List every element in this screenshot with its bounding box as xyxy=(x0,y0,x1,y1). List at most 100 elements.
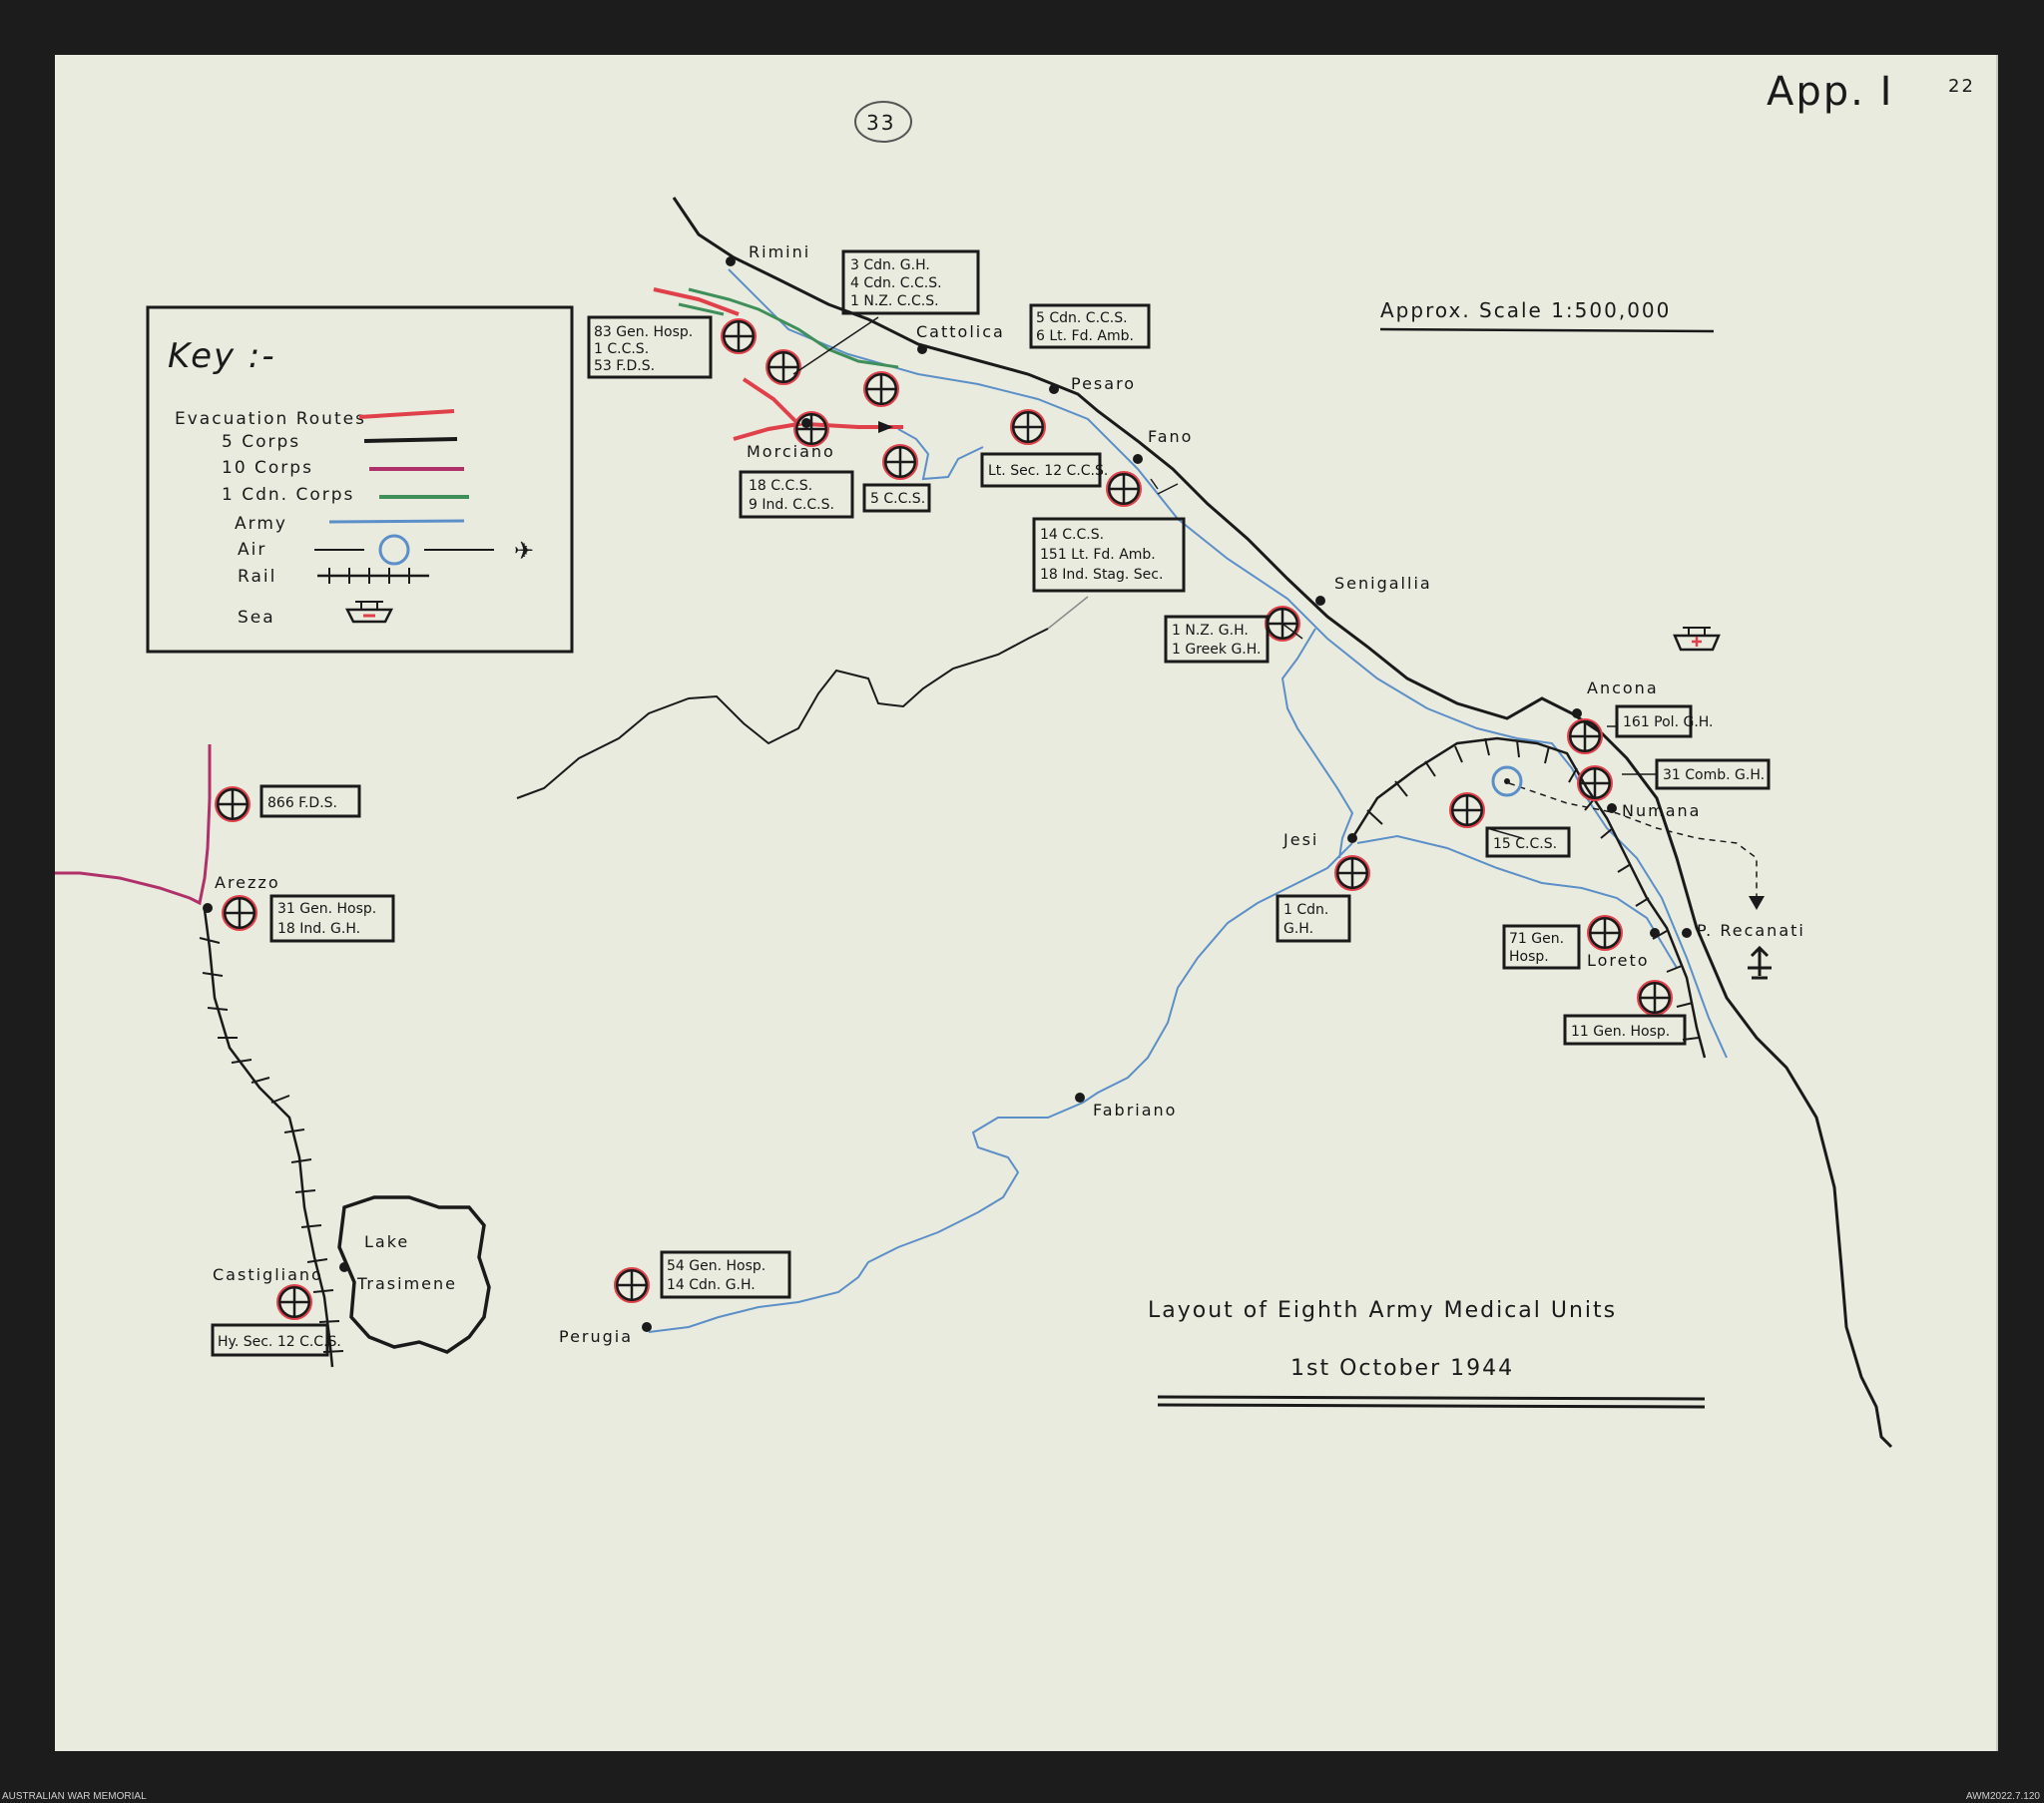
svg-text:Numana: Numana xyxy=(1622,801,1701,820)
circled-number: 33 xyxy=(866,111,895,135)
svg-text:18 C.C.S.: 18 C.C.S. xyxy=(749,478,812,494)
svg-text:5 C.C.S.: 5 C.C.S. xyxy=(870,491,925,507)
svg-text:1 Greek G.H.: 1 Greek G.H. xyxy=(1172,642,1261,658)
key-heading: Key :- xyxy=(168,336,276,376)
key-label-air: Air xyxy=(238,540,266,560)
footer-credit: AUSTRALIAN WAR MEMORIAL xyxy=(2,1791,147,1802)
svg-text:Fano: Fano xyxy=(1148,427,1193,446)
svg-text:Cattolica: Cattolica xyxy=(916,322,1005,341)
circled-number-ring xyxy=(854,101,912,143)
svg-text:53 F.D.S.: 53 F.D.S. xyxy=(594,358,655,374)
key-swatch-rail-ticks xyxy=(328,568,410,584)
svg-text:Senigallia: Senigallia xyxy=(1334,574,1432,593)
cdn-corps-route-2 xyxy=(678,302,725,316)
svg-text:54 Gen. Hosp.: 54 Gen. Hosp. xyxy=(667,1258,766,1274)
svg-text:Arezzo: Arezzo xyxy=(215,873,280,892)
unit-box-866-fds: 866 F.D.S. xyxy=(259,784,361,818)
army-route-senigallia-jesi xyxy=(1280,628,1354,859)
svg-text:Hosp.: Hosp. xyxy=(1509,949,1549,965)
railway-ticks-ancona xyxy=(1366,737,1700,1041)
airfield-marker xyxy=(1491,765,1523,797)
svg-text:Lt. Sec. 12 C.C.S.: Lt. Sec. 12 C.C.S. xyxy=(988,463,1108,479)
svg-text:Hy. Sec. 12 C.C.S.: Hy. Sec. 12 C.C.S. xyxy=(218,1334,341,1350)
railway-arezzo xyxy=(203,909,334,1368)
svg-text:5 Cdn. C.C.S.: 5 Cdn. C.C.S. xyxy=(1036,310,1128,326)
svg-text:31 Gen. Hosp.: 31 Gen. Hosp. xyxy=(277,901,376,917)
scale-underline xyxy=(1379,327,1715,333)
key-swatch-air-plane: ✈ xyxy=(514,537,534,565)
svg-text:151 Lt. Fd. Amb.: 151 Lt. Fd. Amb. xyxy=(1040,547,1156,563)
unit-box-castigliano: Hy. Sec. 12 C.C.S. xyxy=(211,1323,341,1357)
svg-text:Pesaro: Pesaro xyxy=(1071,374,1136,393)
svg-text:P. Recanati: P. Recanati xyxy=(1697,921,1805,940)
five-corps-route-2 xyxy=(733,377,803,441)
svg-text:4 Cdn. C.C.S.: 4 Cdn. C.C.S. xyxy=(850,275,942,291)
svg-text:83 Gen. Hosp.: 83 Gen. Hosp. xyxy=(594,324,693,340)
key-label-sea: Sea xyxy=(238,608,275,628)
svg-text:1 Cdn.: 1 Cdn. xyxy=(1283,902,1328,918)
svg-text:18 Ind. Stag. Sec.: 18 Ind. Stag. Sec. xyxy=(1040,567,1163,583)
unit-box-fano: 14 C.C.S. 151 Lt. Fd. Amb. 18 Ind. Stag.… xyxy=(1032,517,1186,593)
svg-text:Fabriano: Fabriano xyxy=(1093,1101,1177,1120)
key-label-rail: Rail xyxy=(238,567,276,587)
map-key: Key :- Evacuation Routes 5 Corps 10 Corp… xyxy=(146,305,574,654)
map-sheet xyxy=(55,55,1998,1751)
key-label-army: Army xyxy=(235,514,287,534)
unit-leader-lines xyxy=(792,316,1657,839)
svg-text:Rimini: Rimini xyxy=(749,242,810,261)
svg-text:161 Pol. G.H.: 161 Pol. G.H. xyxy=(1623,714,1714,730)
svg-text:71 Gen.: 71 Gen. xyxy=(1509,931,1564,947)
front-line-faint xyxy=(1047,596,1089,630)
unit-box-71-gen-hosp: 71 Gen. Hosp. xyxy=(1502,924,1581,970)
key-label-5-corps: 5 Corps xyxy=(222,432,300,452)
army-route-coast xyxy=(728,268,1728,1059)
unit-box-jesi: 1 Cdn. G.H. xyxy=(1276,894,1351,943)
appendix-annotation: App. I xyxy=(1767,69,1893,115)
svg-text:Castigliano: Castigliano xyxy=(213,1265,323,1284)
svg-text:Morciano: Morciano xyxy=(747,442,835,461)
svg-text:1 C.C.S.: 1 C.C.S. xyxy=(594,341,649,357)
unit-box-31-comb: 31 Comb. G.H. xyxy=(1655,758,1771,790)
svg-text:1 N.Z. G.H.: 1 N.Z. G.H. xyxy=(1172,623,1249,639)
unit-box-cattolica: 5 Cdn. C.C.S. 6 Lt. Fd. Amb. xyxy=(1029,303,1151,349)
hospital-ship-icon xyxy=(1748,945,1772,980)
cdn-corps-route xyxy=(688,287,899,369)
svg-text:Perugia: Perugia xyxy=(559,1327,633,1346)
svg-text:Jesi: Jesi xyxy=(1282,830,1318,849)
place-labels: Rimini Cattolica Pesaro Fano Morciano Se… xyxy=(213,242,1805,1346)
adriatic-coastline xyxy=(672,197,1893,1449)
svg-text:1 N.Z. C.C.S.: 1 N.Z. C.C.S. xyxy=(850,293,939,309)
unit-box-161-pol: 161 Pol. G.H. xyxy=(1615,704,1714,738)
town-markers xyxy=(203,256,1692,1332)
key-swatch-5-corps xyxy=(363,437,458,443)
svg-text:Loreto: Loreto xyxy=(1587,951,1650,970)
key-swatch-army xyxy=(328,519,465,524)
svg-text:3 Cdn. G.H.: 3 Cdn. G.H. xyxy=(850,257,930,273)
unit-box-15-ccs: 15 C.C.S. xyxy=(1485,826,1571,858)
lake-trasimene xyxy=(337,1195,491,1354)
air-route-arrow xyxy=(1749,896,1765,910)
svg-text:11 Gen. Hosp.: 11 Gen. Hosp. xyxy=(1571,1024,1670,1040)
key-label-10-corps: 10 Corps xyxy=(222,458,313,478)
unit-box-5-ccs: 5 C.C.S. xyxy=(862,483,931,513)
key-swatch-air-marker xyxy=(378,534,410,566)
svg-text:Ancona: Ancona xyxy=(1587,678,1659,697)
svg-text:18 Ind. G.H.: 18 Ind. G.H. xyxy=(277,921,360,937)
sea-evacuation-icon xyxy=(1673,627,1721,652)
army-route-inland xyxy=(897,428,984,481)
svg-text:31 Comb. G.H.: 31 Comb. G.H. xyxy=(1663,767,1765,783)
svg-text:9 Ind. C.C.S.: 9 Ind. C.C.S. xyxy=(749,497,834,513)
unit-box-senigallia: 1 N.Z. G.H. 1 Greek G.H. xyxy=(1164,615,1270,664)
unit-box-arezzo: 31 Gen. Hosp. 18 Ind. G.H. xyxy=(269,894,395,943)
svg-text:G.H.: G.H. xyxy=(1283,921,1313,937)
map-date: 1st October 1944 xyxy=(1290,1356,1514,1381)
five-corps-route-1 xyxy=(653,287,740,316)
railway-ticks-arezzo xyxy=(199,937,344,1353)
key-swatch-sea-icon xyxy=(344,601,394,624)
svg-text:Lake: Lake xyxy=(364,1232,409,1251)
unit-box-lt-sec: Lt. Sec. 12 C.C.S. xyxy=(980,452,1108,488)
map-title: Layout of Eighth Army Medical Units xyxy=(1148,1298,1617,1323)
title-underline-2 xyxy=(1157,1403,1706,1409)
airfield-dot xyxy=(1504,778,1510,784)
